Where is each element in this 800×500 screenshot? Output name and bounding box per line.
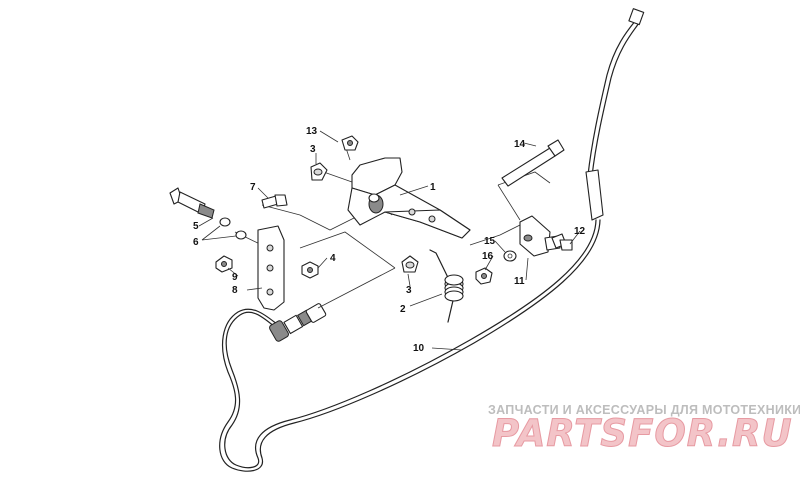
bushing-lower — [401, 255, 419, 273]
callout-2: 2 — [400, 304, 406, 315]
nut-13 — [341, 135, 359, 151]
torsion-spring — [429, 249, 464, 323]
callout-13: 13 — [306, 126, 318, 137]
callout-10: 10 — [413, 343, 425, 354]
nut-16 — [475, 267, 493, 285]
bolt-12 — [551, 233, 573, 251]
callout-3-upper: 3 — [310, 144, 316, 155]
callout-16: 16 — [482, 251, 494, 262]
callout-12: 12 — [574, 226, 586, 237]
mounting-plate — [257, 225, 285, 311]
callout-9: 9 — [232, 272, 238, 283]
callout-11: 11 — [514, 276, 525, 287]
cable-end-fitting — [269, 303, 327, 342]
watermark-logo: PARTSFOR.RU — [492, 412, 793, 456]
callout-6: 6 — [193, 237, 199, 248]
callout-1: 1 — [430, 182, 436, 193]
callout-5: 5 — [193, 221, 199, 232]
nut-4 — [301, 261, 319, 279]
bushing-upper — [310, 162, 328, 181]
pivot-bolt — [169, 187, 247, 240]
watermark-tagline: ЗАПЧАСТИ И АКСЕССУАРЫ ДЛЯ МОТОТЕХНИКИ — [488, 403, 800, 417]
cable-clamp — [519, 215, 561, 257]
throttle-cable — [219, 8, 645, 472]
callout-14: 14 — [514, 139, 526, 150]
bolt-14 — [501, 139, 565, 187]
callout-labels: 1 2 3 3 4 5 6 7 8 9 10 11 12 13 14 15 16 — [193, 126, 586, 354]
callout-leaders — [198, 130, 581, 351]
washer-15 — [503, 250, 517, 262]
bolt-7 — [261, 194, 288, 209]
callout-3-lower: 3 — [406, 285, 412, 296]
throttle-bracket — [347, 157, 471, 239]
callout-4: 4 — [330, 253, 336, 264]
callout-8: 8 — [232, 285, 238, 296]
callout-7: 7 — [250, 182, 256, 193]
callout-15: 15 — [484, 236, 496, 247]
